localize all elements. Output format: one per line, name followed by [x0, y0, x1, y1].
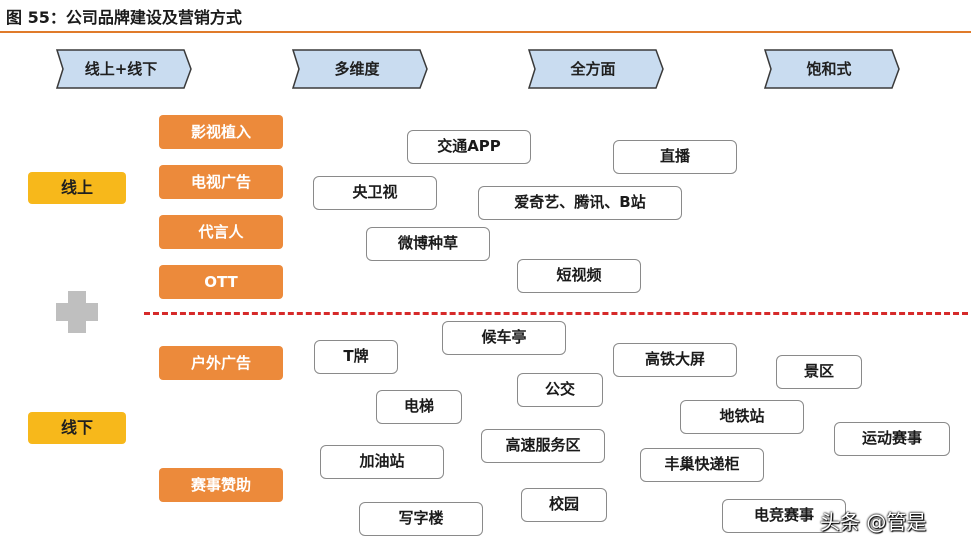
method-spokesperson: 代言人: [159, 215, 283, 249]
channel-live-streaming: 直播: [613, 140, 737, 174]
channel-esports-events: 电竞赛事: [722, 499, 846, 533]
category-online: 线上: [28, 172, 126, 204]
channel-scenic-area: 景区: [776, 355, 862, 389]
channel-sports-events: 运动赛事: [834, 422, 950, 456]
header-label: 多维度: [334, 60, 380, 78]
category-offline: 线下: [28, 412, 126, 444]
header-label: 全方面: [570, 60, 616, 78]
method-event-sponsorship: 赛事赞助: [159, 468, 283, 502]
channel-service-area: 高速服务区: [481, 429, 605, 463]
title-underline: [0, 31, 971, 33]
method-ott: OTT: [159, 265, 283, 299]
channel-campus: 校园: [521, 488, 607, 522]
figure-title: 图 55：公司品牌建设及营销方式: [6, 8, 242, 27]
channel-bus: 公交: [517, 373, 603, 407]
channel-office-building: 写字楼: [359, 502, 483, 536]
method-tv-ads: 电视广告: [159, 165, 283, 199]
method-product-placement: 影视植入: [159, 115, 283, 149]
header-shape: [292, 49, 428, 89]
channel-video-platforms: 爱奇艺、腾讯、B站: [478, 186, 682, 220]
watermark: 头条 @管是: [820, 510, 927, 534]
channel-cctv-satellite: 央卫视: [313, 176, 437, 210]
header-shape: [528, 49, 664, 89]
channel-elevator: 电梯: [376, 390, 462, 424]
header-all-aspects: 全方面: [528, 49, 664, 89]
method-outdoor-ads: 户外广告: [159, 346, 283, 380]
channel-gas-station: 加油站: [320, 445, 444, 479]
channel-metro-station: 地铁站: [680, 400, 804, 434]
online-offline-divider: [144, 312, 968, 315]
channel-weibo-seeding: 微博种草: [366, 227, 490, 261]
plus-icon-bar: [56, 303, 98, 321]
channel-traffic-app: 交通APP: [407, 130, 531, 164]
header-shape: [764, 49, 900, 89]
channel-short-video: 短视频: [517, 259, 641, 293]
header-label: 线上+线下: [84, 60, 158, 78]
header-shape: [56, 49, 192, 89]
header-saturation: 饱和式: [764, 49, 900, 89]
channel-t-sign: T牌: [314, 340, 398, 374]
header-label: 饱和式: [806, 60, 852, 78]
header-multi-dimension: 多维度: [292, 49, 428, 89]
header-online-offline: 线上+线下: [56, 49, 192, 89]
channel-bus-shelter: 候车亭: [442, 321, 566, 355]
channel-express-locker: 丰巢快递柜: [640, 448, 764, 482]
channel-rail-screen: 高铁大屏: [613, 343, 737, 377]
